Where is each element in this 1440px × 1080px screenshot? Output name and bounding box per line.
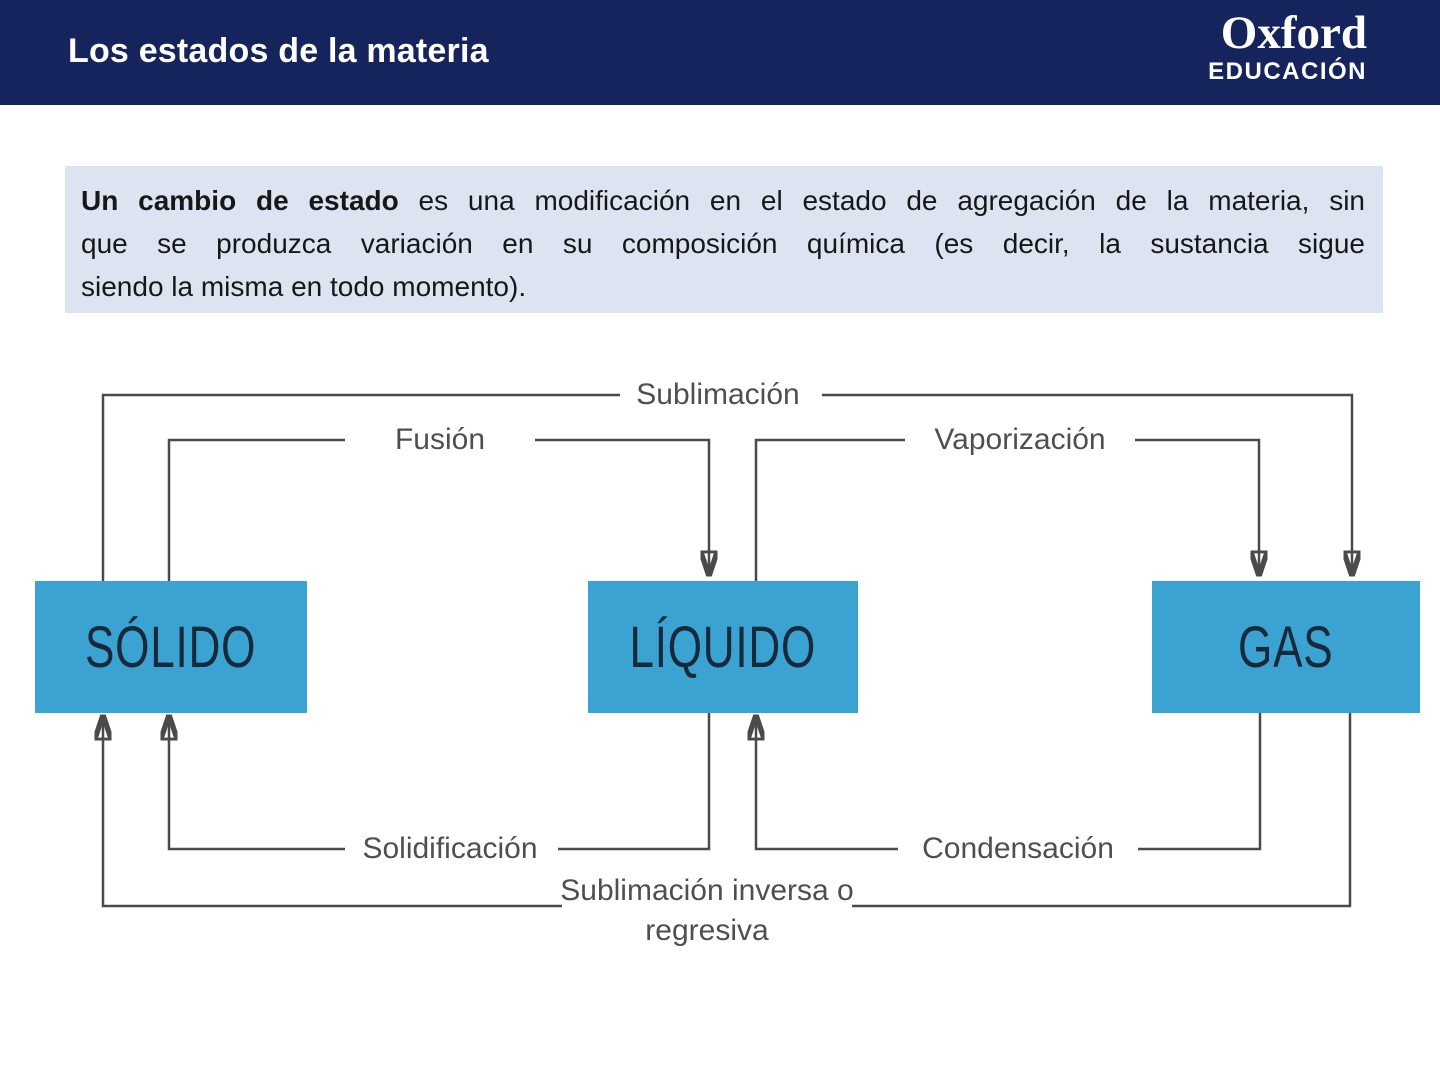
- state-box-liquido: LÍQUIDO: [588, 581, 858, 713]
- states-diagram: Sublimación Fusión Vaporización Solidifi…: [0, 105, 1440, 1080]
- condensacion-path-right: [1138, 713, 1262, 851]
- definition-line-3: siendo la misma en todo momento).: [81, 271, 527, 302]
- definition-callout: Un cambio de estado es una modificación …: [65, 166, 1383, 313]
- sublimacion-inversa-path-right: [852, 713, 1352, 908]
- sublimacion-path-right: [822, 393, 1352, 572]
- state-label-solido: SÓLIDO: [85, 614, 257, 680]
- vaporizacion-path-left: [754, 438, 905, 581]
- transition-arrows: [0, 393, 1440, 908]
- page-title: Los estados de la materia: [68, 32, 489, 70]
- transition-label-condensacion: Condensación: [922, 832, 1114, 865]
- header-bar: Los estados de la materia Oxford EDUCACI…: [0, 0, 1440, 107]
- oxford-logo: Oxford EDUCACIÓN: [1208, 8, 1367, 85]
- state-label-gas: GAS: [1238, 614, 1334, 680]
- state-label-liquido: LÍQUIDO: [629, 614, 817, 680]
- logo-subtitle: EDUCACIÓN: [1208, 58, 1367, 85]
- vaporizacion-path-right: [1135, 438, 1259, 572]
- transition-label-fusion: Fusión: [394, 423, 486, 456]
- sublimacion-inversa-path-left: [103, 719, 562, 908]
- sublimacion-path-left: [101, 393, 620, 581]
- solidificacion-path-right: [558, 713, 711, 851]
- definition-line-1: Un cambio de estado es una modificación …: [81, 179, 1365, 222]
- fusion-path-left: [167, 438, 345, 581]
- definition-lead-bold: Un cambio de estado: [81, 185, 399, 216]
- condensacion-path-left: [756, 719, 898, 851]
- transition-label-solidificacion: Solidificación: [362, 832, 538, 865]
- definition-line-1-rest: es una modificación en el estado de agre…: [398, 185, 1366, 216]
- solidificacion-path-left: [169, 719, 345, 851]
- logo-wordmark: Oxford: [1220, 7, 1367, 59]
- transition-label-vaporizacion: Vaporización: [934, 423, 1106, 456]
- state-box-solido: SÓLIDO: [35, 581, 307, 713]
- transition-label-sublimacion: Sublimación: [636, 378, 800, 411]
- fusion-path-right: [535, 438, 709, 572]
- transition-label-sublimacion-inversa: Sublimación inversa o regresiva: [560, 874, 854, 947]
- slide-body: Un cambio de estado es una modificación …: [0, 105, 1440, 1080]
- state-box-gas: GAS: [1152, 581, 1420, 713]
- definition-line-2: que se produzca variación en su composic…: [81, 228, 1365, 259]
